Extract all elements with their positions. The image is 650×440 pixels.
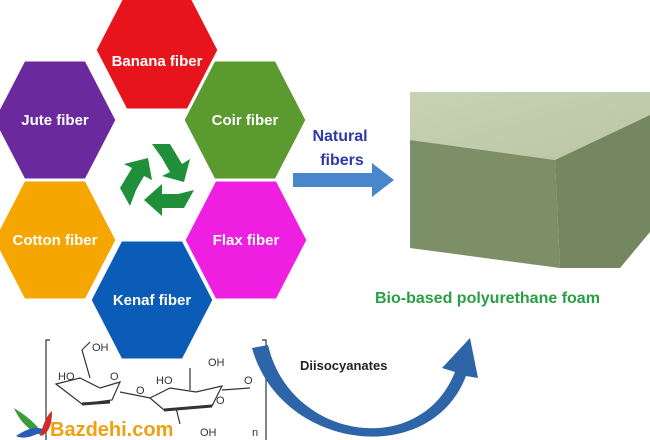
fiber-label: Kenaf fiber <box>113 292 192 309</box>
hexagon-banana: Banana fiber <box>93 0 221 112</box>
chem-oh: OH <box>92 342 109 354</box>
chem-o: O <box>110 371 119 383</box>
product-caption: Bio-based polyurethane foam <box>375 290 600 307</box>
fiber-label: Coir fiber <box>212 112 279 129</box>
chem-ho: HO <box>58 371 75 383</box>
hexagon-flax: Flax fiber <box>182 178 310 302</box>
natural-fibers-arrow <box>293 163 394 197</box>
recycle-icon <box>120 144 194 216</box>
fiber-label: Jute fiber <box>21 112 89 129</box>
hexagon-shape <box>93 0 221 112</box>
hexagon-shape <box>0 178 119 302</box>
arrow-label-line1: Natural <box>312 128 367 145</box>
reagent-label: Diisocyanates <box>300 358 387 373</box>
fiber-label: Banana fiber <box>112 53 203 70</box>
chem-oh: OH <box>208 357 225 369</box>
hexagon-kenaf: Kenaf fiber <box>88 238 216 362</box>
hexagon-coir: Coir fiber <box>181 58 309 182</box>
hexagon-shape <box>88 238 216 362</box>
watermark-logo: Bazdehi.com <box>14 408 173 440</box>
chem-o: O <box>216 395 225 407</box>
chem-ho: HO <box>156 375 173 387</box>
chem-n: n <box>252 427 258 439</box>
chem-oh: OH <box>200 427 217 439</box>
chem-o: O <box>244 375 253 387</box>
cellulose-structure <box>45 339 267 440</box>
fiber-label: Flax fiber <box>213 232 280 249</box>
fiber-label: Cotton fiber <box>13 232 98 249</box>
hexagon-cotton: Cotton fiber <box>0 178 119 302</box>
diisocyanates-curved-arrow <box>252 338 478 437</box>
hexagon-jute: Jute fiber <box>0 58 119 182</box>
foam-block-image <box>410 92 650 268</box>
watermark-text: Bazdehi.com <box>50 419 173 440</box>
arrow-label-line2: fibers <box>320 152 364 169</box>
chem-o: O <box>136 385 145 397</box>
